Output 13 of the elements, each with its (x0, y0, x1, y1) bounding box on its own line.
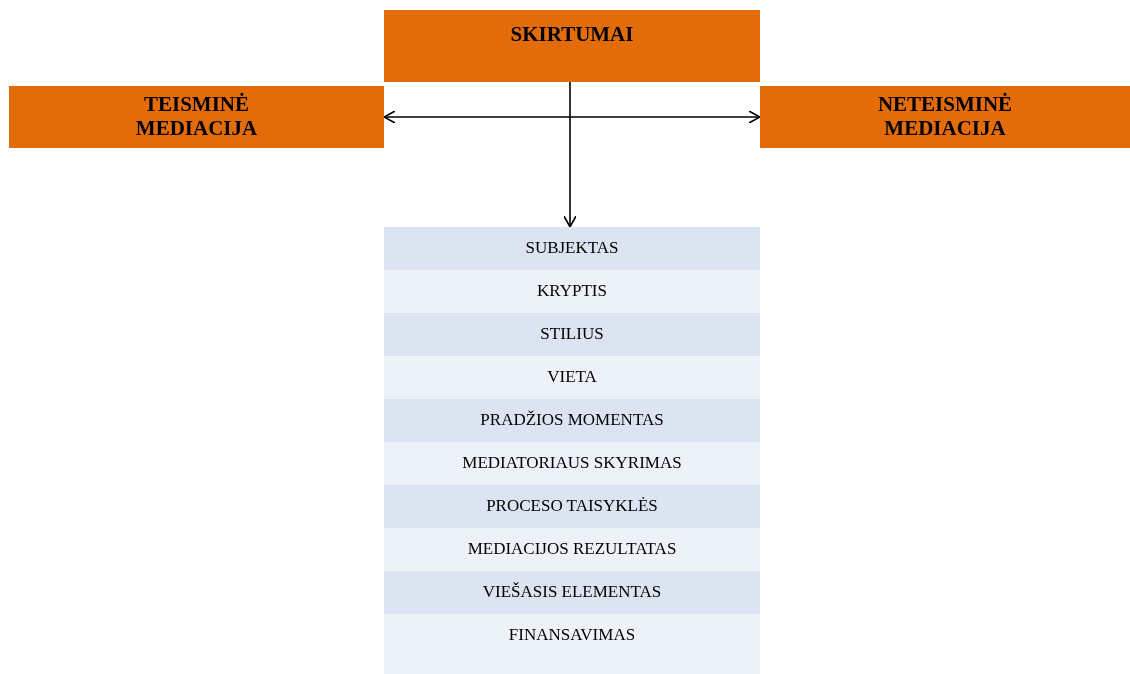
title-box (384, 10, 760, 82)
category-box (760, 86, 1130, 148)
table-row: PRADŽIOS MOMENTAS (384, 399, 760, 442)
heading-text: TEISMINĖ MEDIACIJA (134, 92, 259, 140)
table-row: STILIUS (384, 313, 760, 356)
heading-text: NETEISMINĖ MEDIACIJA (876, 92, 1014, 140)
table-row: SUBJEKTAS (384, 227, 760, 270)
table-row: VIEŠASIS ELEMENTAS (384, 571, 760, 614)
table-row: PROCESO TAISYKLĖS (384, 485, 760, 528)
category-box (9, 86, 384, 148)
arrow (563, 81, 577, 228)
arrow (383, 110, 761, 124)
heading-text: SKIRTUMAI (509, 22, 635, 46)
